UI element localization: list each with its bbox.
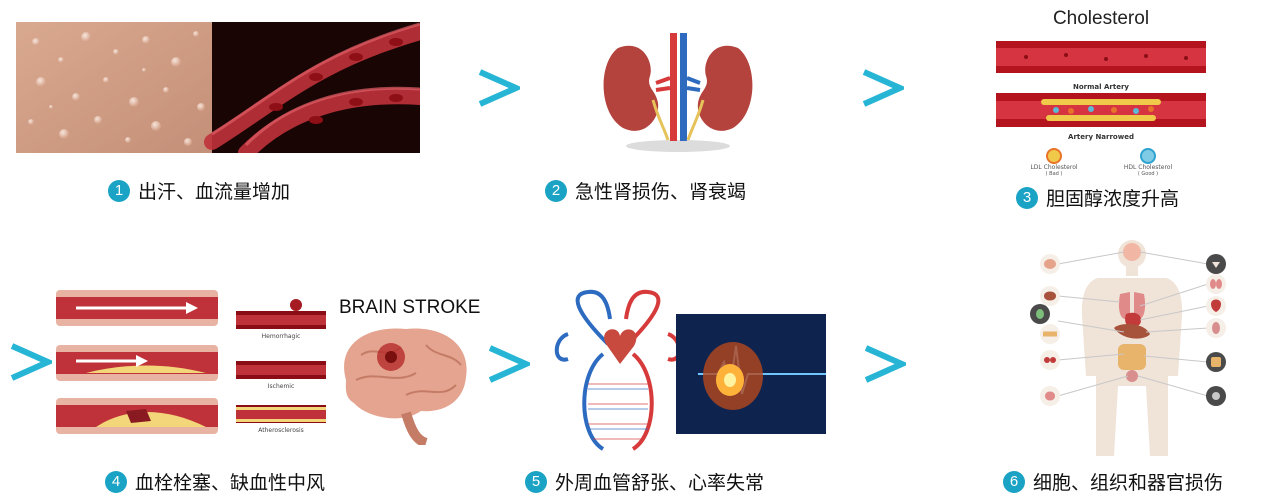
panel-4-image: BRAIN STROKE Hemorrhagic Ischemic Athero…: [56, 285, 522, 445]
chevron-right-icon: [8, 340, 52, 384]
caption-3: 3 胆固醇浓度升高: [1016, 184, 1179, 211]
cholesterol-title: Cholesterol: [996, 8, 1206, 30]
step-number-badge: 2: [545, 180, 567, 202]
step-number-badge: 1: [108, 180, 130, 202]
panel-2-image: [598, 28, 758, 158]
caption-2: 2 急性肾损伤、肾衰竭: [545, 177, 746, 204]
ldl-label: LDL Cholesterol: [1024, 164, 1084, 171]
chevron-right-icon: [486, 342, 530, 386]
ischemic-label: Ischemic: [236, 383, 326, 390]
brain-stroke-label: BRAIN STROKE: [339, 297, 480, 319]
sweat-blood-flow-illustration: [16, 22, 420, 153]
panel-3-image: Cholesterol Normal Artery Artery Narrowe…: [996, 8, 1206, 180]
panel-1-image: [16, 22, 420, 153]
hdl-label: HDL Cholesterol: [1118, 164, 1178, 171]
step-number-badge: 4: [105, 471, 127, 493]
panel-6-image: [1028, 236, 1238, 460]
caption-text: 急性肾损伤、肾衰竭: [575, 177, 746, 204]
step-number-badge: 6: [1003, 471, 1025, 493]
caption-text: 胆固醇浓度升高: [1046, 184, 1179, 211]
caption-6: 6 细胞、组织和器官损伤: [1003, 468, 1223, 495]
kidneys-illustration: [598, 28, 758, 158]
caption-text: 细胞、组织和器官损伤: [1033, 468, 1223, 495]
ldl-sub-label: ( Bad ): [1024, 171, 1084, 177]
atherosclerosis-label: Atherosclerosis: [236, 427, 326, 434]
chevron-right-icon: [476, 66, 520, 110]
panel-5-image: [548, 284, 828, 456]
chevron-right-icon: [862, 342, 906, 386]
caption-5: 5 外周血管舒张、心率失常: [525, 468, 764, 495]
step-number-badge: 3: [1016, 187, 1038, 209]
vasodilation-arrhythmia-illustration: [548, 284, 828, 456]
caption-1: 1 出汗、血流量增加: [108, 177, 290, 204]
hdl-sub-label: ( Good ): [1118, 171, 1178, 177]
chevron-right-icon: [860, 66, 904, 110]
caption-text: 血栓栓塞、缺血性中风: [135, 468, 325, 495]
step-number-badge: 5: [525, 471, 547, 493]
normal-artery-label: Normal Artery: [996, 83, 1206, 91]
caption-text: 外周血管舒张、心率失常: [555, 468, 764, 495]
artery-narrowed-label: Artery Narrowed: [996, 133, 1206, 141]
artery-cholesterol-illustration: [996, 41, 1206, 180]
caption-4: 4 血栓栓塞、缺血性中风: [105, 468, 325, 495]
caption-text: 出汗、血流量增加: [138, 177, 290, 204]
hemorrhagic-label: Hemorrhagic: [236, 333, 326, 340]
organs-body-illustration: [1028, 236, 1238, 460]
